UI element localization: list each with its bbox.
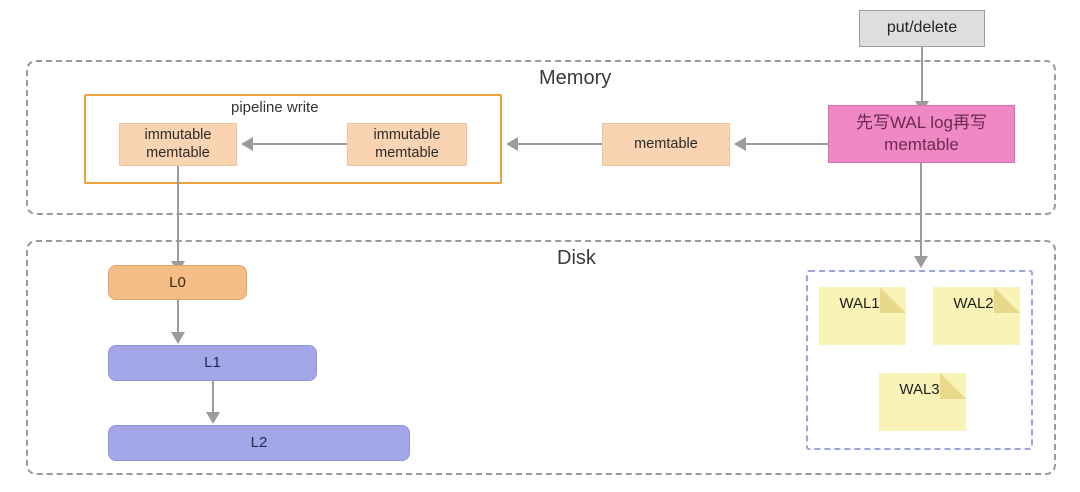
connector-wallog-to-walfiles-arrowhead: [914, 256, 928, 268]
level-box-l1[interactable]: L1: [108, 345, 317, 381]
level-box-l0[interactable]: L0: [108, 265, 247, 300]
wal-log-memtable-label: 先写WAL log再写 memtable: [856, 112, 987, 154]
wal-log-memtable-box[interactable]: 先写WAL log再写 memtable: [828, 105, 1015, 163]
wal-file-note-1[interactable]: WAL1: [819, 287, 906, 345]
connector-l0-to-l1-arrowhead: [171, 332, 185, 344]
memory-region-label: Memory: [533, 68, 618, 88]
connector-l1-to-l2-arrowhead: [206, 412, 220, 424]
memory-region: [26, 60, 1056, 215]
level-label-l0: L0: [169, 273, 186, 291]
disk-region-label: Disk: [551, 248, 602, 268]
connector-put-to-wal-line: [921, 47, 923, 104]
connector-l1-to-l2-line: [212, 381, 214, 418]
connector-wallog-to-memtable-line: [746, 143, 828, 145]
level-label-l1: L1: [204, 354, 221, 372]
level-box-l2[interactable]: L2: [108, 425, 410, 461]
memtable-box[interactable]: memtable: [602, 123, 730, 166]
immutable-memtable-box-1[interactable]: immutable memtable: [119, 123, 237, 166]
put-delete-label: put/delete: [886, 19, 958, 37]
wal-file-note-3[interactable]: WAL3: [879, 373, 966, 431]
immutable-memtable-label-2: immutable memtable: [373, 127, 441, 161]
pipeline-write-group: [84, 94, 502, 184]
level-label-l2: L2: [250, 434, 268, 452]
wal-file-label-3: WAL3: [899, 381, 940, 398]
connector-l0-to-l1-line: [177, 300, 179, 338]
disk-region: [26, 240, 1056, 475]
wal-file-note-2[interactable]: WAL2: [933, 287, 1020, 345]
immutable-memtable-box-2[interactable]: immutable memtable: [347, 123, 467, 166]
connector-wallog-to-walfiles-line: [920, 163, 922, 260]
connector-immutable2-to-immutable1-line: [253, 143, 347, 145]
put-delete-box[interactable]: put/delete: [859, 10, 985, 47]
memtable-label: memtable: [634, 135, 698, 152]
connector-memtable-to-immutable2-arrowhead: [506, 137, 518, 151]
wal-file-label-2: WAL2: [953, 295, 994, 312]
connector-wallog-to-memtable-arrowhead: [734, 137, 746, 151]
wal-files-region: [806, 270, 1033, 450]
immutable-memtable-label-1: immutable memtable: [144, 127, 212, 161]
pipeline-write-label: pipeline write: [231, 99, 319, 116]
connector-immutable2-to-immutable1-arrowhead: [241, 137, 253, 151]
connector-memtable-to-immutable2-line: [518, 143, 602, 145]
connector-immutable1-to-l0-line: [177, 166, 179, 266]
wal-file-label-1: WAL1: [839, 295, 880, 312]
